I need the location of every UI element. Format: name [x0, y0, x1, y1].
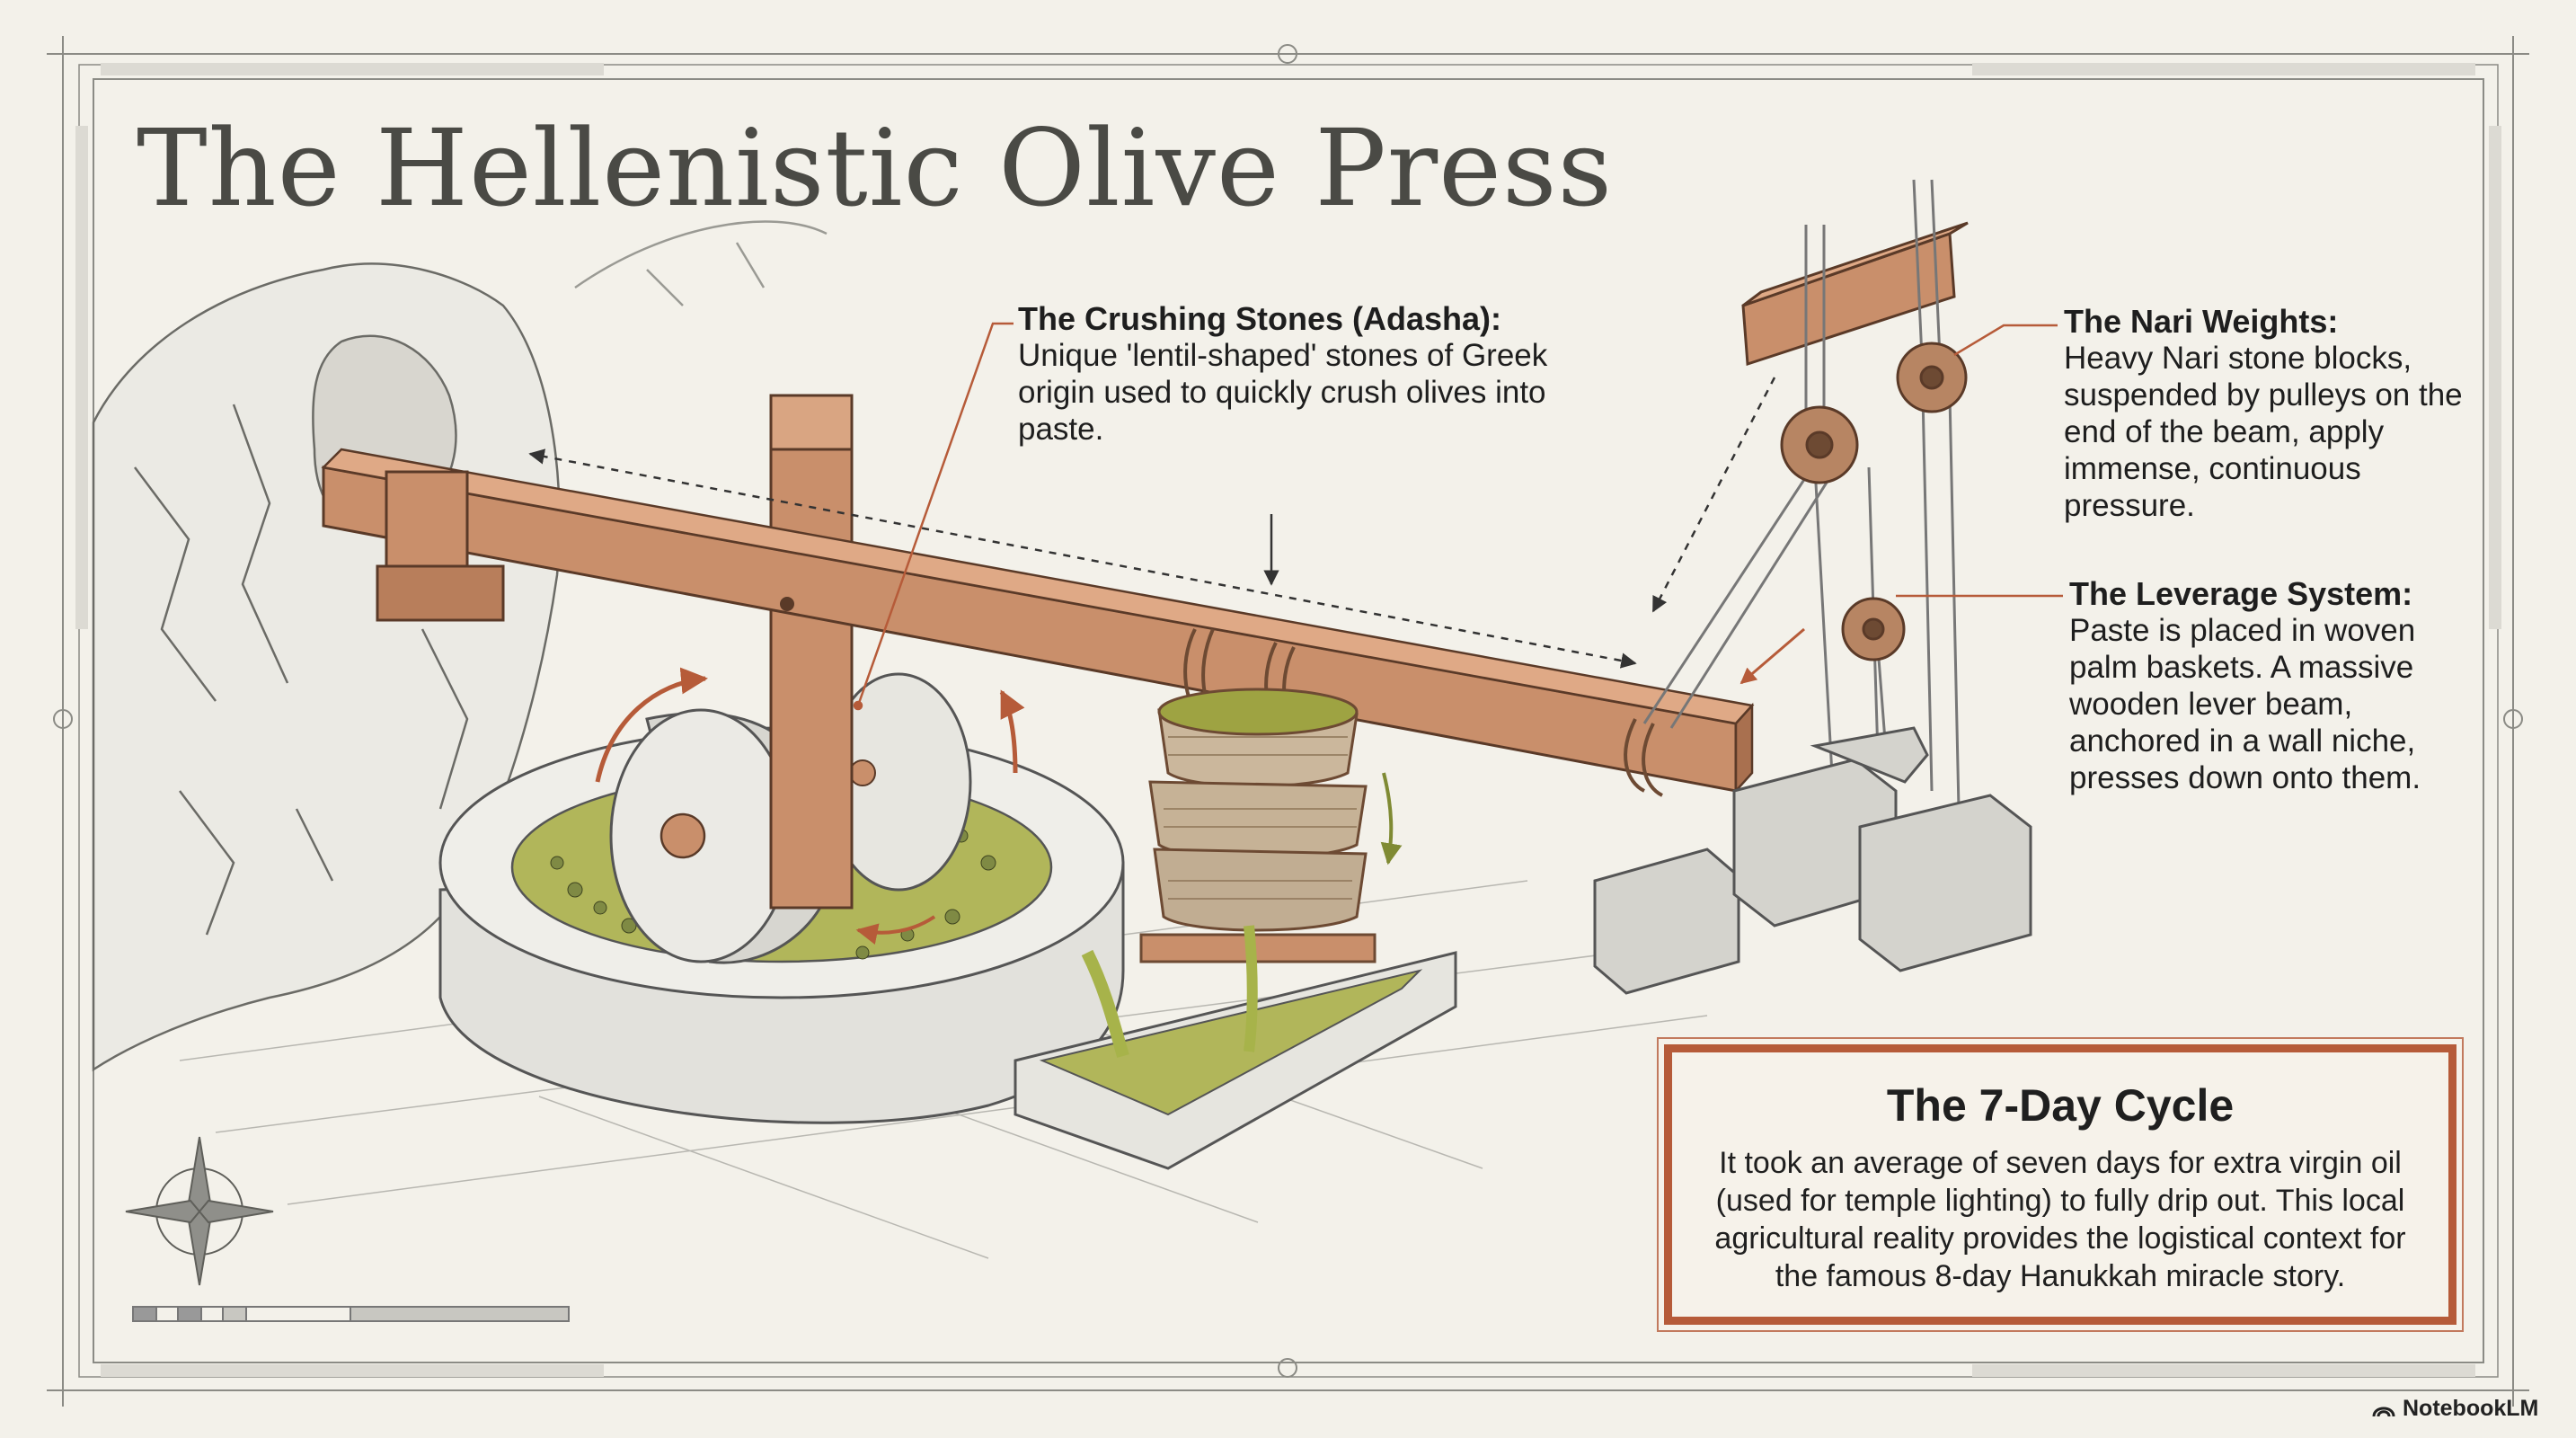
page-frame: [47, 36, 2529, 1407]
callout-heading: The Leverage System:: [2069, 575, 2413, 612]
callout-body: Unique 'lentil-shaped' stones of Greek o…: [1018, 338, 1548, 447]
notebooklm-logo-icon: [2372, 1407, 2395, 1416]
callout-body: Heavy Nari stone blocks, suspended by pu…: [2064, 341, 2463, 523]
collection-vat: [1014, 772, 1457, 1170]
callout-nari-weights: The Nari Weights: Heavy Nari stone block…: [2064, 303, 2468, 524]
cycle-body: It took an average of seven days for ext…: [1714, 1146, 2406, 1293]
brand-name: NotebookLM: [2403, 1396, 2539, 1421]
compass-rose-icon: [125, 1136, 274, 1286]
page-title: The Hellenistic Olive Press: [137, 106, 1614, 230]
callout-body: Paste is placed in woven palm baskets. A…: [2069, 613, 2421, 795]
nari-weights: [1593, 726, 2032, 995]
seven-day-cycle-box: The 7-Day Cycle It took an average of se…: [1664, 1044, 2456, 1325]
callout-leaders: [853, 322, 2063, 711]
palm-baskets: [1139, 688, 1377, 963]
callout-leverage-system: The Leverage System: Paste is placed in …: [2069, 575, 2447, 796]
callout-crushing-stones: The Crushing Stones (Adasha): Unique 'le…: [1018, 300, 1557, 448]
motion-arrows: [528, 377, 1805, 685]
callout-heading: The Nari Weights:: [2064, 303, 2339, 340]
cycle-heading: The 7-Day Cycle: [1886, 1080, 2235, 1131]
pulley-rig: [1642, 179, 1969, 810]
brand-badge: NotebookLM: [2372, 1396, 2538, 1422]
callout-heading: The Crushing Stones (Adasha):: [1018, 300, 1502, 337]
scale-bar: [132, 1306, 570, 1322]
